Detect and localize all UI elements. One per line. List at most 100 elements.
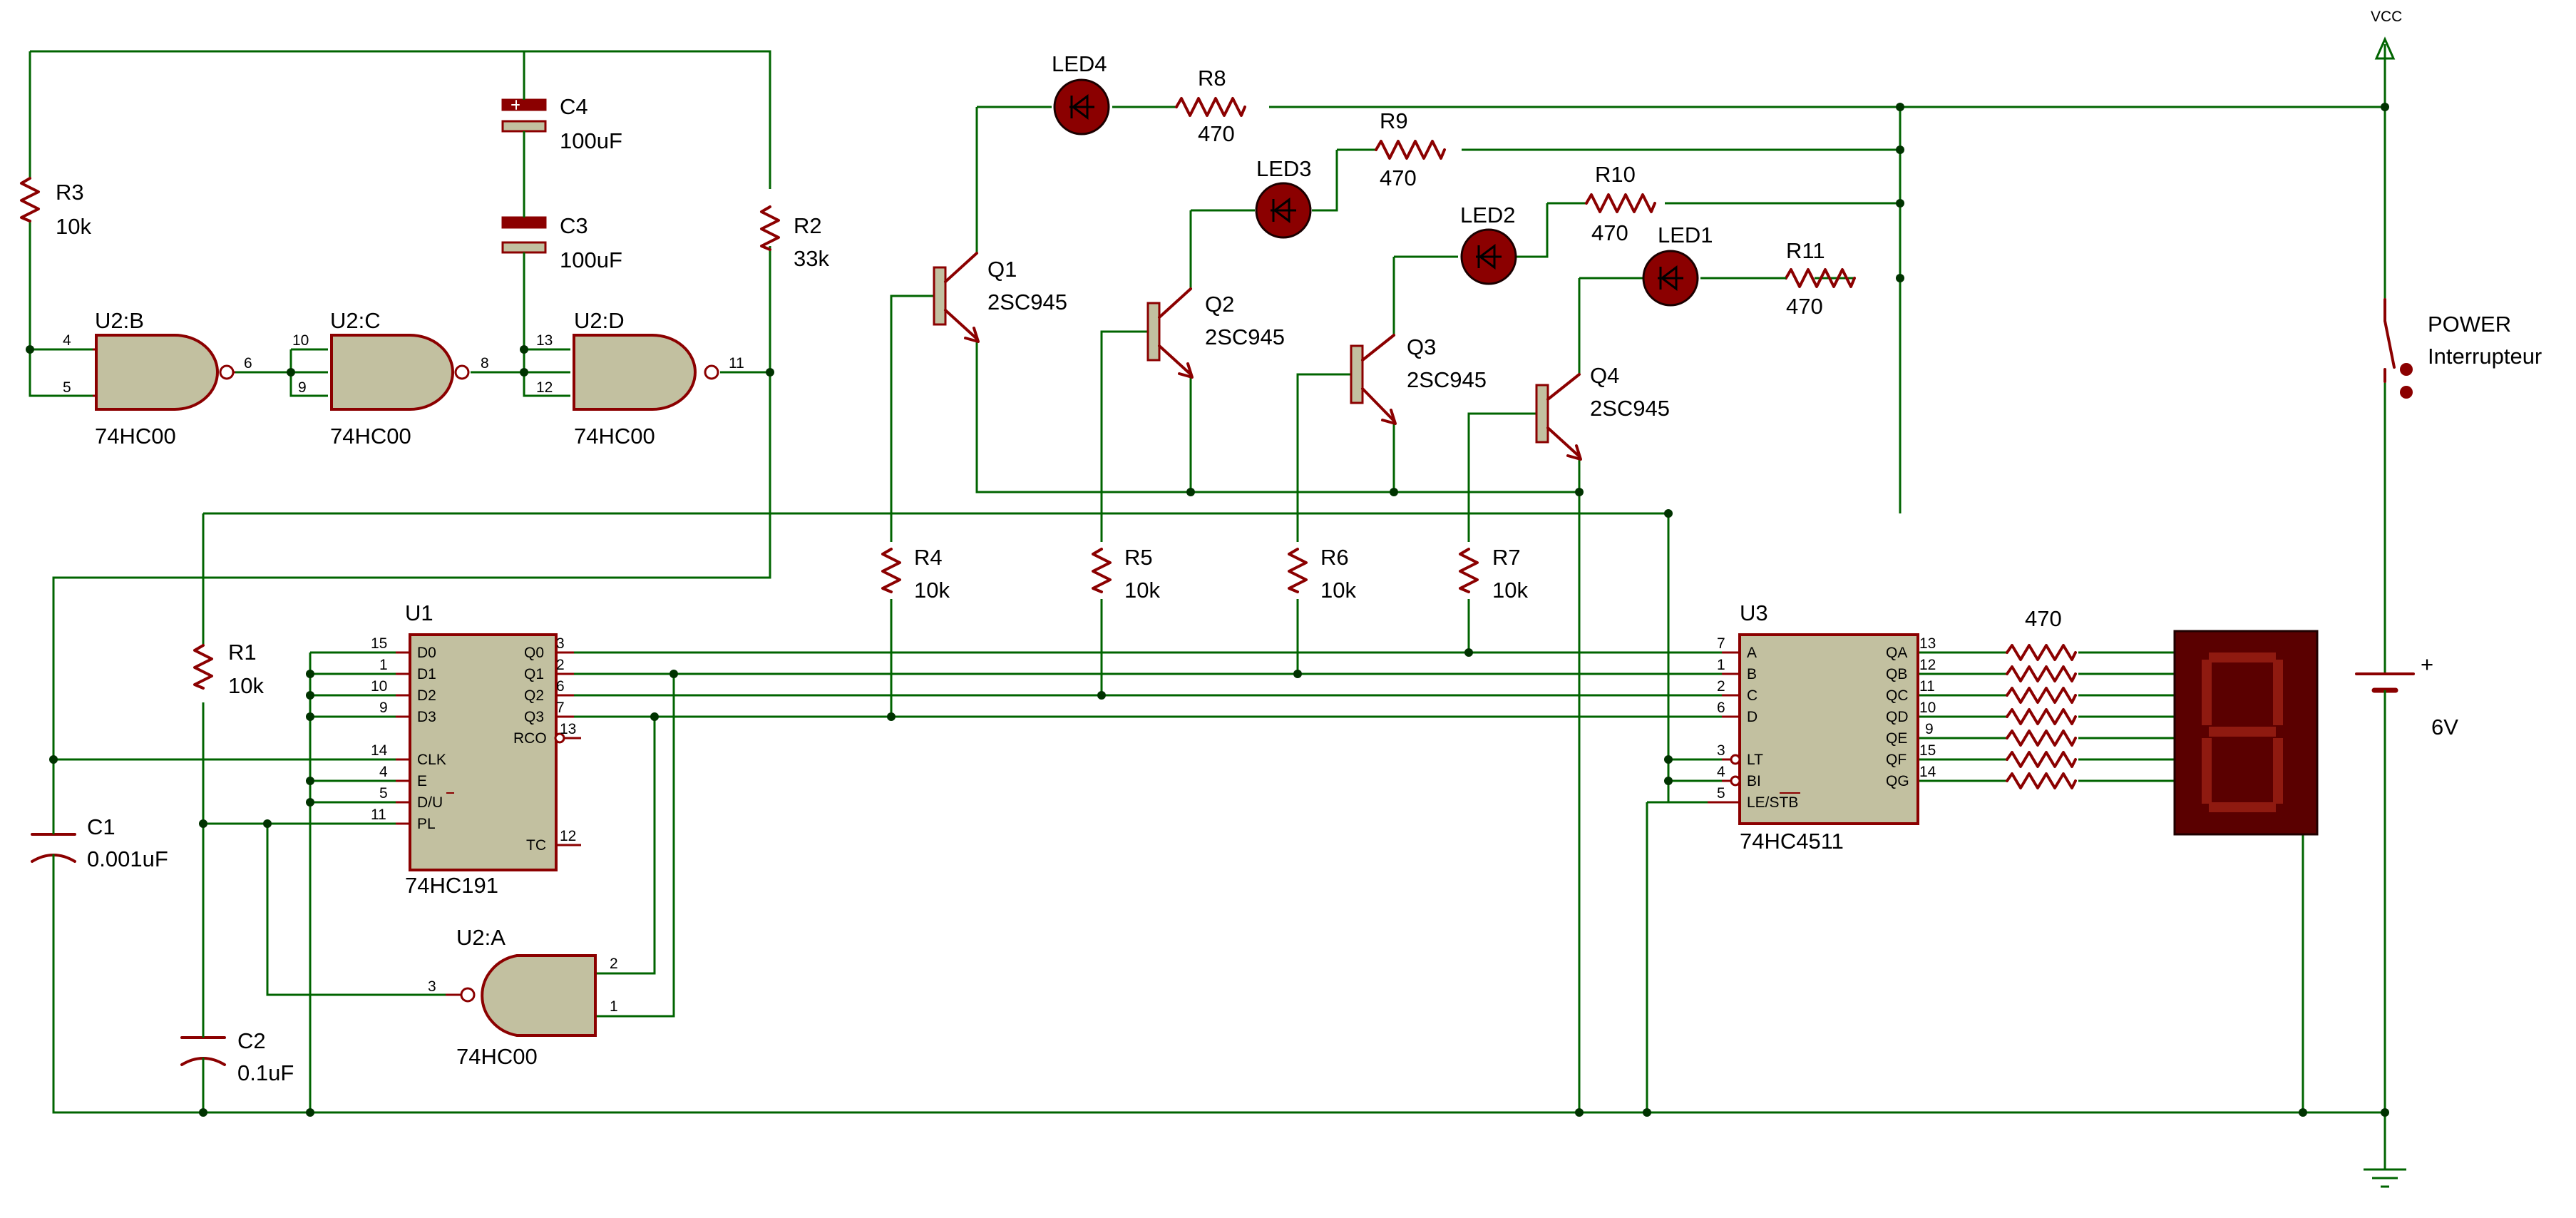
vcc-terminal: VCC (2371, 9, 2402, 60)
chip-u1-74hc191: U1 74HC191 15 1 10 9 14 4 5 11 D0 D1 D2 … (371, 600, 581, 898)
transistor-q2-value: 2SC945 (1205, 324, 1285, 349)
transistor-q4-value: 2SC945 (1590, 396, 1670, 421)
u1-pin-q0: Q0 (524, 645, 544, 661)
resistor-r4-value: 10k (914, 578, 950, 603)
gate-u2d-pin-b: 12 (536, 379, 553, 396)
chip-u3-left-pins: 7 1 2 6 3 4 5 A B C D LT BI LE/STB (1708, 635, 1800, 811)
capacitor-c4-value: 100uF (560, 128, 622, 153)
u3-pin-6: 6 (1717, 700, 1725, 716)
power-switch: POWER Interrupteur (2383, 298, 2542, 399)
seven-segment-display (2173, 630, 2319, 836)
transistor-q4-ref: Q4 (1590, 363, 1619, 388)
u3-pin-qc: QC (1886, 687, 1909, 704)
u3-pin-15: 15 (1919, 742, 1936, 759)
transistor-q4: Q4 2SC945 (1535, 363, 1670, 461)
gate-u2d-value: 74HC00 (574, 424, 655, 449)
gate-u2d-pin-a: 13 (536, 332, 553, 349)
gate-u2b-ref: U2:B (95, 308, 144, 333)
resistor-r7-ref: R7 (1492, 545, 1521, 570)
transistor-q2-ref: Q2 (1205, 292, 1234, 317)
resistor-r2-value: 33k (794, 246, 829, 271)
u3-pin-le-stb: LE/STB (1747, 794, 1798, 811)
resistor-r8-value: 470 (1198, 121, 1235, 146)
gate-u2c-pin-out: 8 (481, 355, 489, 372)
gate-u2a-value: 74HC00 (456, 1044, 538, 1069)
u1-pin-14: 14 (371, 742, 388, 759)
gate-u2a-pin-in2: 1 (610, 998, 618, 1015)
u1-pin-5: 5 (379, 785, 388, 802)
resistor-r6-ref: R6 (1320, 545, 1349, 570)
capacitor-c4: C4 100uF (501, 93, 622, 153)
gate-u2c-pin-a: 10 (292, 332, 309, 349)
u3-pin-qb: QB (1886, 666, 1907, 682)
resistor-r1: R1 10k (193, 640, 264, 698)
vcc-label: VCC (2371, 9, 2402, 25)
u1-pin-13: 13 (560, 721, 576, 737)
u3-pin-qd: QD (1886, 709, 1909, 725)
led3-label: LED3 (1256, 156, 1312, 181)
u3-pin-10: 10 (1919, 700, 1936, 716)
gate-u2c-value: 74HC00 (330, 424, 411, 449)
resistor-r5-ref: R5 (1124, 545, 1153, 570)
resistor-r2-ref: R2 (794, 213, 822, 238)
resistor-r10: R10 470 (1585, 162, 1656, 245)
power-switch-ref: POWER (2428, 312, 2511, 337)
u3-pin-13: 13 (1919, 635, 1936, 652)
transistor-q2: Q2 2SC945 (1146, 287, 1285, 379)
resistor-r3-ref: R3 (56, 180, 84, 205)
resistor-r5: R5 10k (1092, 545, 1160, 603)
chip-u3-74hc4511: U3 74HC4511 7 1 2 6 3 4 5 A B C D LT BI … (1708, 600, 1936, 854)
capacitor-c3: C3 100uF (501, 210, 622, 272)
transistor-q3: Q3 2SC945 (1350, 334, 1487, 425)
u1-pin-4: 4 (379, 764, 388, 780)
gate-u2a-ref: U2:A (456, 925, 506, 950)
u3-pin-b: B (1747, 666, 1757, 682)
resistor-r9-value: 470 (1380, 165, 1417, 190)
transistor-q1-value: 2SC945 (987, 290, 1067, 314)
u1-pin-2: 2 (556, 657, 565, 673)
resistor-r10-ref: R10 (1595, 162, 1636, 187)
u1-pin-q2: Q2 (524, 687, 544, 704)
u3-pin-qe: QE (1886, 730, 1907, 747)
capacitor-c1-value: 0.001uF (87, 846, 168, 871)
u1-pin-1: 1 (379, 657, 388, 673)
led-led1: LED1 (1642, 222, 1713, 307)
gate-u2a-pin-in1: 2 (610, 956, 618, 972)
battery-6v: + 6V (2355, 652, 2458, 740)
resistor-r8-ref: R8 (1198, 66, 1226, 91)
u1-pin-pl: PL (417, 816, 436, 832)
chip-u1-left-pins: 15 1 10 9 14 4 5 11 D0 D1 D2 D3 CLK E D/… (371, 635, 454, 832)
resistor-r11-ref: R11 (1786, 238, 1825, 263)
resistor-r9: R9 470 (1375, 108, 1446, 190)
u3-pin-qg: QG (1886, 773, 1909, 789)
chip-u3-ref: U3 (1740, 600, 1768, 625)
gate-u2b: U2:B 74HC00 4 5 6 (63, 308, 252, 449)
u3-pin-qf: QF (1886, 752, 1907, 768)
u3-pin-5: 5 (1717, 785, 1725, 802)
resistor-r7: R7 10k (1459, 545, 1528, 603)
u3-pin-bi: BI (1747, 773, 1761, 789)
led-led4: LED4 (1052, 51, 1110, 135)
led-led2: LED2 (1460, 203, 1517, 285)
resistor-r3: R3 10k (20, 177, 91, 239)
resistor-r7-value: 10k (1492, 578, 1528, 603)
u1-pin-e: E (417, 773, 427, 789)
resistor-r8: R8 470 (1175, 66, 1246, 146)
u1-pin-q1: Q1 (524, 666, 544, 682)
capacitor-c1: C1 0.001uF (31, 814, 168, 884)
u1-pin-10: 10 (371, 678, 387, 695)
u3-pin-4: 4 (1717, 764, 1725, 780)
u3-pin-7: 7 (1717, 635, 1725, 652)
capacitor-c2-ref: C2 (237, 1028, 266, 1053)
junctions (26, 103, 2389, 1117)
u1-pin-11: 11 (371, 807, 386, 823)
capacitor-c4-ref: C4 (560, 94, 588, 119)
u3-pin-c: C (1747, 687, 1757, 704)
resistor-r6: R6 10k (1288, 545, 1356, 603)
u3-pin-12: 12 (1919, 657, 1936, 673)
transistor-q1: Q1 2SC945 (933, 252, 1067, 343)
led-led3: LED3 (1255, 156, 1312, 239)
resistor-r10-value: 470 (1591, 220, 1628, 245)
u1-pin-d1: D1 (417, 666, 436, 682)
capacitor-c3-value: 100uF (560, 247, 622, 272)
